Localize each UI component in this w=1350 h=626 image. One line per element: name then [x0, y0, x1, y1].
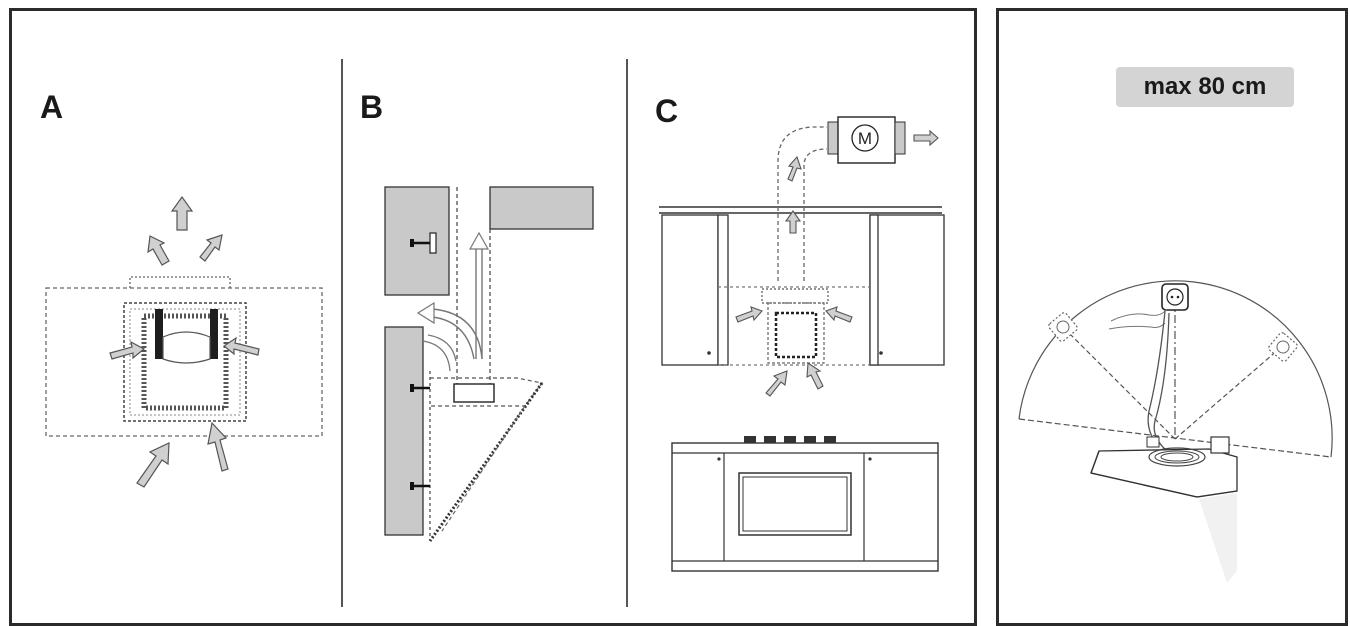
arrow-up-icon [170, 195, 194, 231]
hood-outline [45, 287, 323, 437]
filter [453, 383, 495, 403]
arrow-left-icon [222, 336, 260, 356]
arrow-up-right-icon [199, 234, 223, 262]
arrow-right-icon [913, 129, 939, 147]
arrow-up-icon [806, 362, 824, 390]
arrow-left-icon [825, 306, 853, 323]
diagram-c-external-motor: M [659, 116, 945, 572]
cable-length-panel: max 80 cm [996, 8, 1348, 626]
arrow-up-right-icon [765, 370, 788, 397]
motor-symbol: M [858, 129, 872, 148]
wall-cabinet-left [661, 214, 719, 366]
reach-arc [1018, 280, 1333, 458]
arrow-up-right-icon [136, 442, 170, 488]
cable-coil [1148, 447, 1206, 467]
installation-diagram-panel: A B C [9, 8, 977, 626]
arrow-up-icon [207, 421, 229, 472]
ceiling-slab [489, 186, 594, 230]
arrow-up-icon [787, 155, 802, 182]
section-divider [341, 59, 343, 607]
arrow-up-left-icon [147, 235, 170, 266]
section-label-b: B [360, 89, 384, 125]
filter-opening [774, 311, 818, 359]
socket-icon [1268, 332, 1298, 362]
arrow-right-icon [735, 306, 763, 323]
motor-icon [851, 124, 879, 152]
chimney-duct [141, 313, 229, 411]
diagram-a-recirculation [45, 195, 323, 488]
filter-bar [210, 309, 218, 359]
hand-icon [1110, 308, 1168, 322]
arrow-up-icon [784, 210, 802, 234]
diagram-drawing: M [45, 116, 945, 572]
wall [384, 326, 424, 536]
filter-bar [155, 309, 163, 359]
section-label-c: C [655, 93, 679, 129]
airflow-arrows [735, 129, 939, 397]
arrow-right-icon [109, 340, 146, 360]
power-cable [1147, 310, 1166, 448]
wall-cabinet-right [869, 214, 945, 366]
airflow-arrows [109, 195, 260, 488]
socket-icon [1161, 283, 1189, 311]
max-length-badge: max 80 cm [1116, 67, 1294, 107]
upper-cabinet-wall [384, 186, 450, 296]
section-divider [626, 59, 628, 607]
cable-diagram [1018, 280, 1333, 583]
section-label-a: A [40, 89, 64, 125]
diagram-b-side-view [384, 186, 594, 542]
filter-frame [123, 302, 247, 422]
oven-window [738, 472, 852, 536]
socket-icon [1048, 312, 1078, 342]
